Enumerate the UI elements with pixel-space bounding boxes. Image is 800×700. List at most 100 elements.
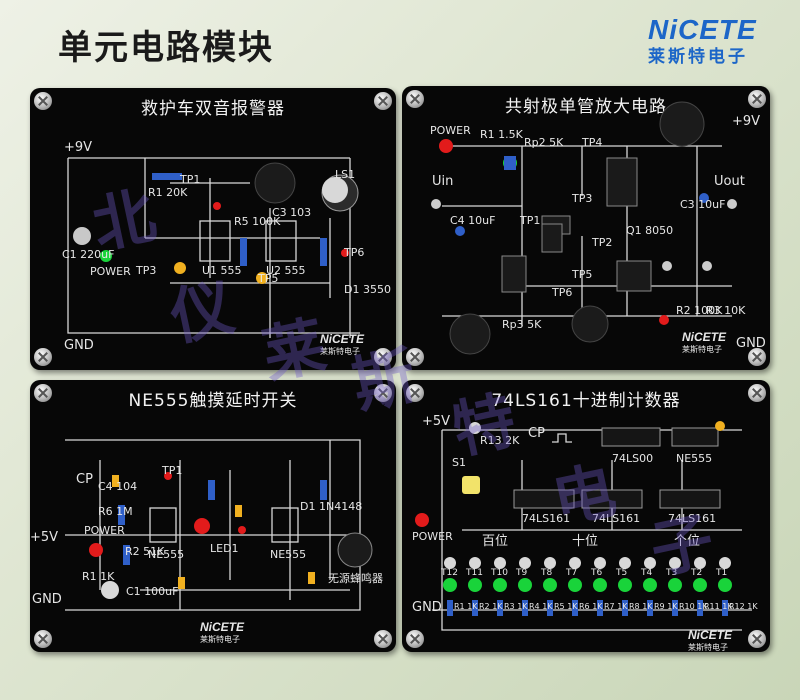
digit-label: T9 — [516, 568, 528, 578]
test-terminal — [694, 557, 706, 569]
label-tp1: TP1 — [180, 173, 201, 186]
digit-label: T1 — [716, 568, 728, 578]
resistor — [622, 600, 628, 616]
board-title: 74LS161十进制计数器 — [491, 391, 681, 411]
label-ne555: NE555 — [676, 452, 713, 465]
screw — [34, 384, 52, 402]
screw — [34, 348, 52, 366]
digit-label: T5 — [616, 568, 628, 578]
label-r1: R1 1.5K — [480, 128, 523, 141]
digit-label: T3 — [666, 568, 678, 578]
resistor-label: R2 1K — [479, 602, 503, 611]
screw — [406, 90, 424, 108]
test-terminal — [669, 557, 681, 569]
screw — [748, 90, 766, 108]
resistor-label: R3 1K — [504, 602, 528, 611]
board-brand: NiCETE 莱斯特电子 — [682, 330, 726, 355]
resistor — [722, 600, 728, 616]
label-rp2: Rp2 5K — [524, 136, 564, 149]
resistor — [497, 600, 503, 616]
test-terminal — [569, 557, 581, 569]
led-t3 — [668, 578, 682, 592]
logo-subtitle: 莱斯特电子 — [648, 47, 748, 67]
label-ne555-1: NE555 — [148, 548, 185, 561]
label-r6: R6 1M — [98, 505, 133, 518]
label-tp1: TP1 — [162, 464, 183, 477]
led-t4 — [643, 578, 657, 592]
label-tp6: TP6 — [552, 286, 573, 299]
label-tp1: TP1 — [520, 214, 541, 227]
board-brand-sub: 莱斯特电子 — [688, 643, 728, 652]
resistor-label: R10 1K — [679, 602, 708, 611]
led-t10 — [493, 578, 507, 592]
resistor-label: R7 1K — [604, 602, 628, 611]
test-terminal — [469, 557, 481, 569]
label-rp3: Rp3 5K — [502, 318, 542, 331]
label-tens: 十位 — [572, 534, 599, 549]
resistor-label: R9 1K — [654, 602, 678, 611]
circuit-traces — [65, 439, 373, 611]
test-terminal — [444, 557, 456, 569]
resistor — [597, 600, 603, 616]
led-t9 — [518, 578, 532, 592]
label-9v: +9V — [732, 114, 761, 129]
resistor-label: R8 1K — [629, 602, 653, 611]
label-tp3: TP3 — [572, 192, 593, 205]
resistor — [472, 600, 478, 616]
label-r13: R13 2K — [480, 434, 520, 447]
label-c3: C3 10uF — [680, 198, 726, 211]
label-r2: R2 100K — [676, 304, 723, 317]
screw — [406, 630, 424, 648]
label-r2: R2 51K — [125, 545, 165, 558]
screw — [406, 384, 424, 402]
resistor — [522, 600, 528, 616]
label-tp2: TP2 — [592, 236, 613, 249]
board-brand: NiCETE 莱斯特电子 — [200, 620, 244, 645]
label-u1: U1 555 — [202, 264, 242, 277]
board-brand-text: NiCETE — [200, 620, 245, 634]
label-uout: Uout — [714, 174, 745, 189]
screw — [748, 348, 766, 366]
circuit-traces — [415, 421, 752, 631]
digit-label: T12 — [441, 568, 458, 578]
label-u2: U2 555 — [266, 264, 306, 277]
label-ne555-2: NE555 — [270, 548, 307, 561]
label-r1: R1 20K — [148, 186, 188, 199]
label-gnd: GND — [32, 592, 62, 607]
led-t1 — [718, 578, 732, 592]
screw — [406, 348, 424, 366]
digit-label: T11 — [466, 568, 483, 578]
test-terminal — [619, 557, 631, 569]
circuit-traces — [67, 157, 360, 338]
digit-label: T10 — [491, 568, 508, 578]
resistor-label: R12 1K — [729, 602, 758, 611]
brand-logo: NiCETE 莱斯特电子 — [648, 14, 768, 67]
label-power: POWER — [430, 124, 471, 137]
board-brand-text: NiCETE — [682, 330, 727, 344]
label-c4: C4 104 — [98, 480, 138, 493]
board-common-emitter-amplifier: 共射极单管放大电路 POWER R1 1.5K Rp2 5K TP4 TP3 T… — [402, 86, 770, 370]
label-hundreds: 百位 — [482, 534, 509, 549]
logo-brand: NiCETE — [648, 14, 757, 45]
board-title: NE555触摸延时开关 — [128, 391, 298, 411]
resistor — [647, 600, 653, 616]
label-74ls161-2: 74LS161 — [592, 512, 641, 525]
resistor-label: R4 1K — [529, 602, 553, 611]
label-d1: D1 3550 — [344, 283, 391, 296]
page-title: 单元电路模块 — [58, 28, 274, 68]
label-q1: Q1 8050 — [626, 224, 674, 237]
digit-label: T7 — [566, 568, 578, 578]
test-terminal — [494, 557, 506, 569]
screw — [748, 384, 766, 402]
led-t12 — [443, 578, 457, 592]
screw — [374, 348, 392, 366]
board-brand-sub: 莱斯特电子 — [682, 345, 722, 354]
label-tp5: TP5 — [258, 272, 279, 285]
label-cp: CP — [528, 426, 545, 441]
board-ambulance-alarm: 救护车双音报警器 +9V GND POWER TP1 TP3 TP5 TP6 R… — [30, 88, 396, 370]
label-gnd: GND — [64, 338, 94, 353]
label-ls1: LS1 — [335, 168, 356, 181]
label-r1: R1 1K — [82, 570, 115, 583]
label-74ls161-3: 74LS161 — [668, 512, 717, 525]
board-brand: NiCETE 莱斯特电子 — [320, 332, 364, 357]
